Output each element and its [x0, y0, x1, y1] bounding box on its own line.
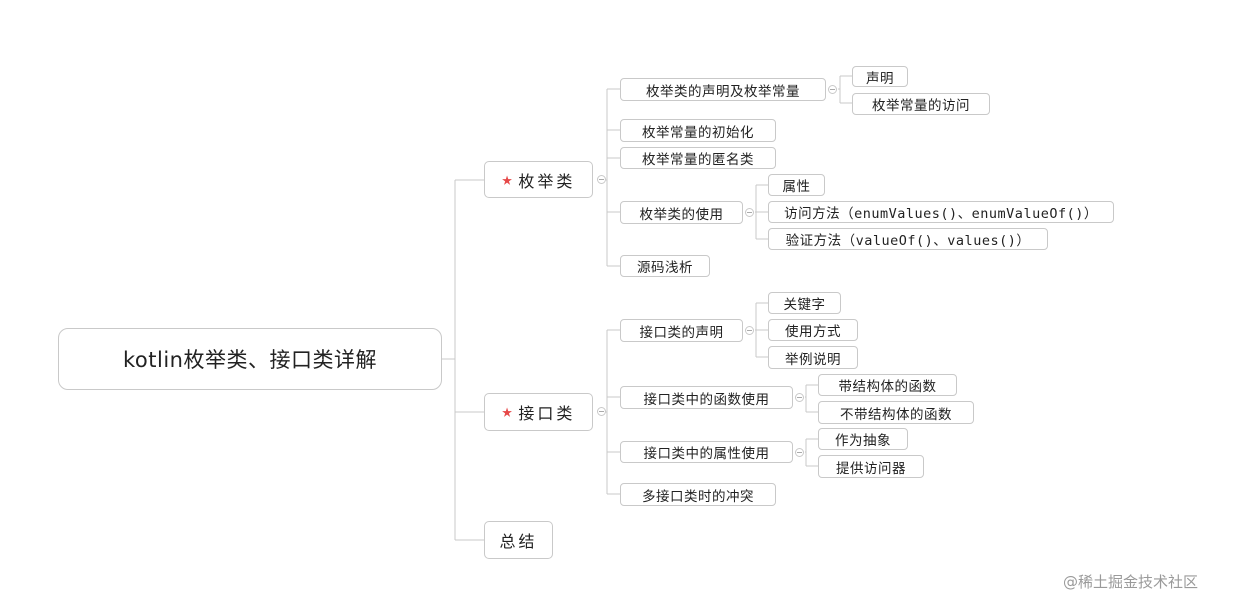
- topic-keyword[interactable]: 关键字: [768, 292, 841, 314]
- collapse-icon[interactable]: [745, 326, 754, 335]
- collapse-icon[interactable]: [795, 448, 804, 457]
- star-icon: ★: [501, 401, 513, 422]
- collapse-icon[interactable]: [745, 208, 754, 217]
- star-icon: ★: [501, 168, 513, 190]
- collapse-icon[interactable]: [597, 407, 606, 416]
- topic-declaration[interactable]: 声明: [852, 66, 908, 87]
- branch-enum-label: 枚举类: [518, 171, 576, 191]
- topic-enum-init[interactable]: 枚举常量的初始化: [620, 119, 776, 142]
- branch-interface-label: 接口类: [518, 404, 576, 423]
- topic-usage-style[interactable]: 使用方式: [768, 319, 858, 341]
- topic-provide-accessor[interactable]: 提供访问器: [818, 455, 924, 478]
- topic-enum-declaration[interactable]: 枚举类的声明及枚举常量: [620, 78, 826, 101]
- collapse-icon[interactable]: [795, 393, 804, 402]
- branch-interface[interactable]: ★ 接口类: [484, 393, 593, 431]
- watermark: @稀土掘金技术社区: [1063, 573, 1199, 591]
- topic-as-abstract[interactable]: 作为抽象: [818, 428, 908, 450]
- topic-source-analysis[interactable]: 源码浅析: [620, 255, 710, 277]
- topic-example[interactable]: 举例说明: [768, 346, 858, 369]
- topic-function-with-body[interactable]: 带结构体的函数: [818, 374, 957, 396]
- topic-interface-declaration[interactable]: 接口类的声明: [620, 319, 743, 342]
- topic-interface-functions[interactable]: 接口类中的函数使用: [620, 386, 793, 409]
- collapse-icon[interactable]: [597, 175, 606, 184]
- topic-validation-methods[interactable]: 验证方法（valueOf()、values()）: [768, 228, 1048, 250]
- branch-summary[interactable]: 总结: [484, 521, 553, 559]
- topic-interface-properties[interactable]: 接口类中的属性使用: [620, 441, 793, 463]
- topic-function-without-body[interactable]: 不带结构体的函数: [818, 401, 974, 424]
- topic-access-methods[interactable]: 访问方法（enumValues()、enumValueOf()）: [768, 201, 1114, 223]
- root-topic[interactable]: kotlin枚举类、接口类详解: [58, 328, 442, 390]
- topic-enum-usage[interactable]: 枚举类的使用: [620, 201, 743, 224]
- topic-enum-anonymous-class[interactable]: 枚举常量的匿名类: [620, 147, 776, 169]
- topic-property[interactable]: 属性: [768, 174, 825, 196]
- branch-enum[interactable]: ★枚举类: [484, 161, 593, 198]
- topic-enum-constant-access[interactable]: 枚举常量的访问: [852, 93, 990, 115]
- topic-multi-interface-conflict[interactable]: 多接口类时的冲突: [620, 483, 776, 506]
- collapse-icon[interactable]: [828, 85, 837, 94]
